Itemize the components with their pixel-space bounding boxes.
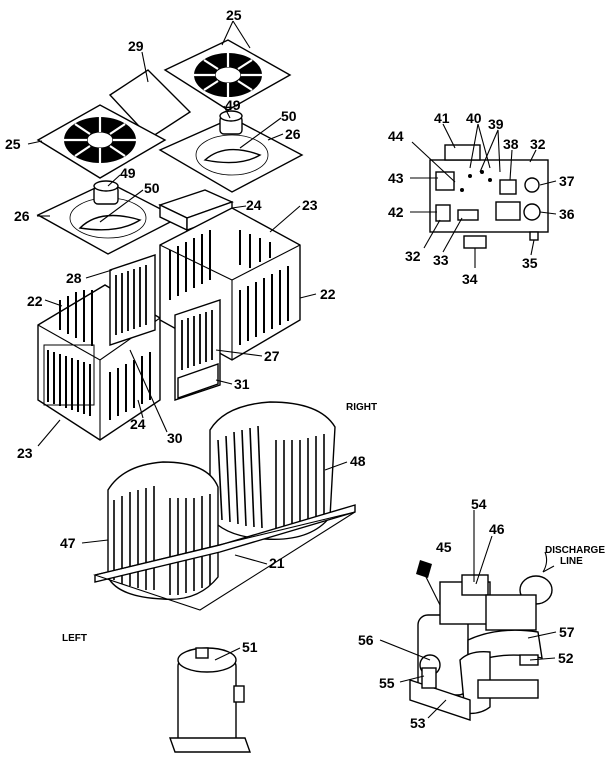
callout-50-right: 50 <box>281 108 297 124</box>
callout-32-top: 32 <box>530 136 546 152</box>
callout-40: 40 <box>466 110 482 126</box>
callout-49-right: 49 <box>225 97 241 113</box>
callout-48: 48 <box>350 453 366 469</box>
fan-grille-left <box>36 104 167 179</box>
callout-52: 52 <box>558 650 574 666</box>
callout-25-left: 25 <box>5 136 21 152</box>
callout-29: 29 <box>128 38 144 54</box>
callout-21: 21 <box>269 555 285 571</box>
callout-22-left: 22 <box>27 293 43 309</box>
callout-23-bottom: 23 <box>17 445 33 461</box>
callout-47: 47 <box>60 535 76 551</box>
callout-57: 57 <box>559 624 575 640</box>
callout-26-right: 26 <box>285 126 301 142</box>
side-label-right: RIGHT <box>346 402 377 413</box>
callout-35: 35 <box>522 255 538 271</box>
compressor-assembly <box>409 551 553 721</box>
callout-23-top: 23 <box>302 197 318 213</box>
callout-26-left: 26 <box>14 208 30 224</box>
callout-46: 46 <box>489 521 505 537</box>
leader-lines <box>27 20 557 719</box>
condenser-coil-47 <box>107 461 219 601</box>
top-panel-29 <box>108 69 192 139</box>
callout-36: 36 <box>559 206 575 222</box>
side-label-left: LEFT <box>62 633 87 644</box>
callout-32-bottom: 32 <box>405 248 421 264</box>
callout-33: 33 <box>433 252 449 268</box>
discharge-label-line2: LINE <box>560 556 583 567</box>
callout-55: 55 <box>379 675 395 691</box>
callout-39: 39 <box>488 116 504 132</box>
callout-28: 28 <box>66 270 82 286</box>
callout-34: 34 <box>462 271 478 287</box>
compressor-51 <box>169 647 251 753</box>
callout-24-bottom: 24 <box>130 416 146 432</box>
callout-53: 53 <box>410 715 426 731</box>
callout-22-right: 22 <box>320 286 336 302</box>
callout-49-left: 49 <box>120 165 136 181</box>
callout-labels: 25 29 25 49 50 26 49 50 26 24 23 28 22 2… <box>5 7 605 731</box>
control-box-cover <box>158 189 234 232</box>
discharge-label-line1: DISCHARGE <box>545 545 605 556</box>
fan-grille-right <box>163 39 292 111</box>
callout-25-top: 25 <box>226 7 242 23</box>
condenser-coil-48 <box>209 401 336 541</box>
access-panel-27 <box>174 299 221 401</box>
callout-44: 44 <box>388 128 404 144</box>
access-panel-28 <box>109 254 156 346</box>
callout-24-top: 24 <box>246 197 262 213</box>
callout-43: 43 <box>388 170 404 186</box>
callout-41: 41 <box>434 110 450 126</box>
fan-deck-right <box>158 110 304 193</box>
callout-38: 38 <box>503 136 519 152</box>
callout-51: 51 <box>242 639 258 655</box>
callout-31: 31 <box>234 376 250 392</box>
callout-50-left: 50 <box>144 180 160 196</box>
callout-56: 56 <box>358 632 374 648</box>
callout-54: 54 <box>471 496 487 512</box>
callout-30: 30 <box>167 430 183 446</box>
callout-27: 27 <box>264 348 280 364</box>
base-pan-21 <box>93 504 356 611</box>
callout-45: 45 <box>436 539 452 555</box>
callout-37: 37 <box>559 173 575 189</box>
callout-42: 42 <box>388 204 404 220</box>
